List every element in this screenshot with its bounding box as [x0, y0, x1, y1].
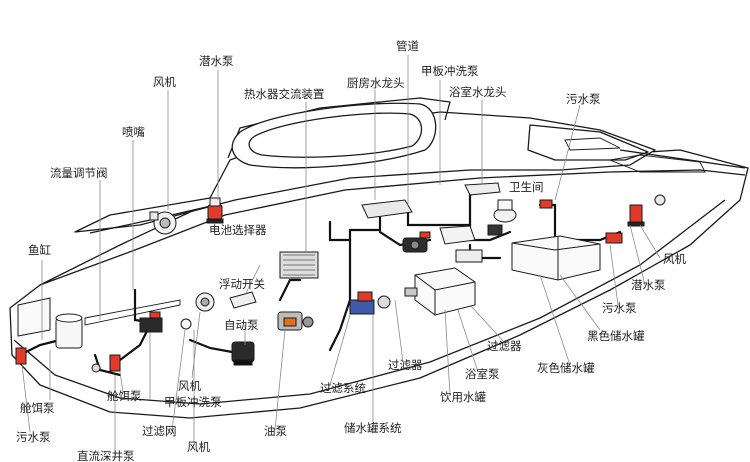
- water-system-pump: [349, 291, 391, 315]
- bait-pump-2: [15, 347, 27, 365]
- live-well: [55, 313, 83, 349]
- strainer: [180, 318, 192, 330]
- label-deck-wash-pump-top: 甲板冲洗泵: [421, 64, 479, 78]
- blower-component: [149, 211, 177, 235]
- label-battery-selector: 电池选择器: [209, 223, 267, 237]
- oil-pump: [277, 311, 314, 331]
- label-deck-wash-pump-mid: 甲板冲洗泵: [164, 395, 222, 409]
- label-head: 卫生间: [509, 180, 544, 194]
- float-switch: [229, 291, 257, 309]
- label-nozzle: 喷嘴: [122, 125, 145, 139]
- label-live-well: 鱼缸: [28, 243, 51, 257]
- deck-wash-pump: [402, 231, 431, 253]
- label-bait-pump-2: 舱饵泵: [107, 389, 142, 403]
- label-potable-tank: 饮用水罐: [440, 390, 486, 404]
- label-bath-faucet: 浴室水龙头: [449, 85, 507, 99]
- label-submersible-pump-top: 潜水泵: [199, 54, 234, 68]
- label-blower-right: 风机: [663, 252, 686, 266]
- label-grey-water-tank: 灰色储水罐: [537, 361, 595, 375]
- bath-basin: [464, 182, 501, 196]
- auto-bilge-pump: [231, 341, 255, 366]
- label-submersible-pump-right: 潜水泵: [631, 278, 666, 292]
- label-water-heater: 热水器交流装置: [244, 87, 325, 101]
- submersible-pump-top: [206, 197, 224, 224]
- label-black-water-tank: 黑色储水罐: [587, 329, 645, 343]
- tray-unit: [455, 249, 483, 263]
- label-strainer: 过滤网: [142, 424, 177, 438]
- label-sewage-pump-left: 污水泵: [16, 430, 51, 444]
- label-oil-pump: 油泵: [264, 424, 287, 438]
- label-blower-bottom: 风机: [187, 440, 210, 454]
- label-tank-system: 储水罐系统: [344, 421, 402, 435]
- label-blower-mid: 风机: [178, 379, 201, 393]
- label-float-switch: 浮动开关: [219, 277, 265, 291]
- label-filter-2: 过滤器: [487, 339, 522, 353]
- submersible-pump-right: [627, 204, 645, 227]
- bait-strainer: [91, 363, 101, 373]
- macerator-pump: [487, 224, 503, 236]
- valve-right: [539, 199, 553, 209]
- bait-pump-1: [109, 354, 121, 372]
- label-filter-system: 过滤系统: [320, 381, 366, 395]
- water-heater: [279, 251, 319, 279]
- label-dc-well-pump: 直流深井泵: [77, 449, 135, 462]
- galley-sink: [361, 199, 413, 219]
- label-auto-pump: 自动泵: [224, 318, 259, 332]
- freshwater-tank: [414, 267, 476, 316]
- holding-tanks: [511, 235, 601, 281]
- pump-bilge-right: [605, 232, 623, 244]
- toilet: [493, 199, 517, 223]
- deck-wash-pump-left: [139, 311, 163, 333]
- label-filter-1: 过滤器: [388, 358, 423, 372]
- fan-right: [654, 194, 666, 206]
- shower-tray: [439, 225, 476, 245]
- label-plumbing: 管道: [396, 39, 419, 53]
- label-sewage-pump-right: 污水泵: [602, 301, 637, 315]
- label-flow-valve: 流量调节阀: [50, 166, 108, 180]
- label-shower-pump: 浴室泵: [465, 367, 500, 381]
- label-galley-faucet: 厨房水龙头: [347, 76, 405, 90]
- label-bait-pump-1: 舱饵泵: [20, 401, 55, 415]
- label-sewage-pump-top: 污水泵: [566, 92, 601, 106]
- inline-fan-mid: [195, 292, 215, 312]
- filter-1: [404, 287, 418, 297]
- label-blower-top: 风机: [153, 75, 176, 89]
